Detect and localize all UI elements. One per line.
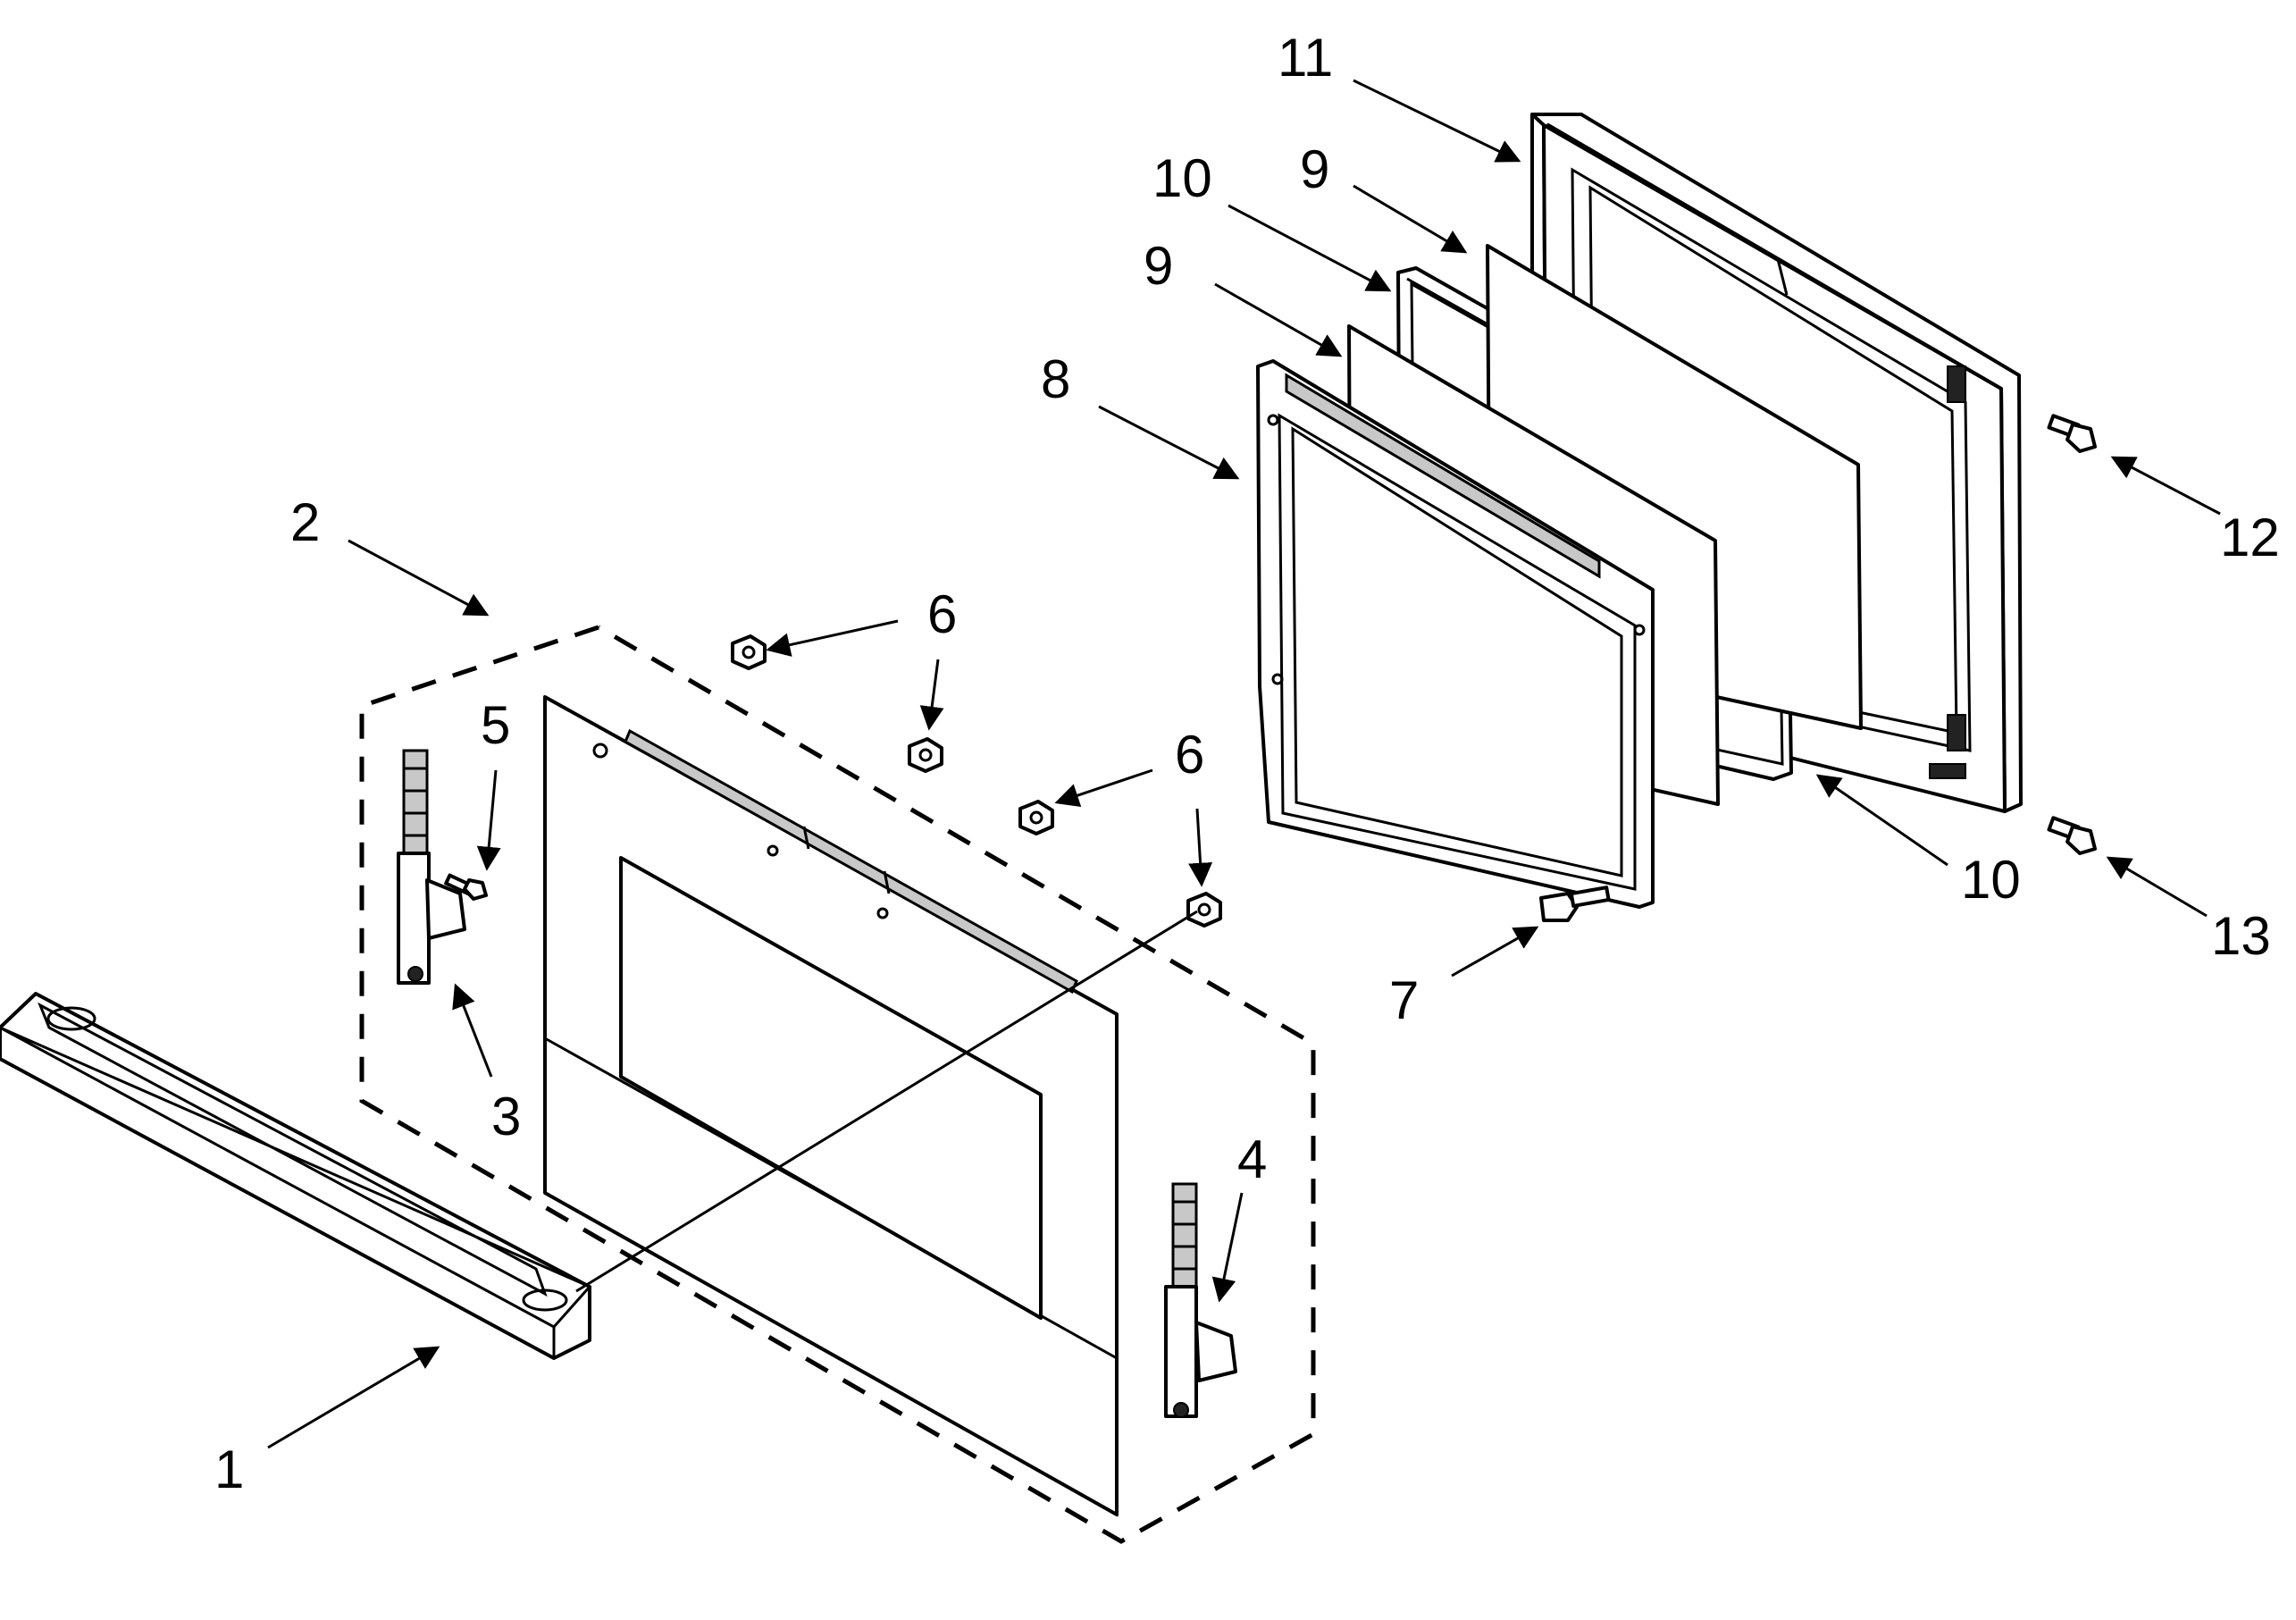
nut-part-6-d [1186, 892, 1222, 928]
leader-6d [1188, 808, 1213, 887]
screw-part-12 [2047, 414, 2097, 453]
leader-6a [766, 619, 899, 657]
leader-12 [2110, 456, 2221, 516]
leader-9b [1353, 184, 1468, 254]
callout-9a: 9 [1144, 236, 1173, 296]
outer-door-panel [543, 695, 1119, 1517]
hinge-right [1164, 1182, 1237, 1418]
callout-12: 12 [2220, 508, 2280, 567]
leader-4 [1211, 1192, 1244, 1303]
nut-part-6-a [731, 634, 767, 670]
nut-part-6-b [908, 737, 943, 773]
leader-10b [1815, 774, 1948, 867]
callout-9b: 9 [1300, 139, 1329, 199]
callout-13: 13 [2211, 906, 2271, 966]
leader-13 [2106, 856, 2208, 918]
callout-2: 2 [290, 492, 320, 552]
callout-1: 1 [214, 1440, 244, 1499]
callout-4: 4 [1237, 1129, 1267, 1189]
callout-6a: 6 [927, 584, 957, 644]
door-handle [0, 992, 592, 1360]
leader-10a [1228, 204, 1392, 292]
nut-part-6-c [1018, 800, 1054, 835]
leader-6b [919, 659, 944, 731]
leader-5 [476, 769, 501, 871]
callout-11: 11 [1278, 28, 1333, 88]
screw-part-7 [1539, 886, 1611, 922]
callout-10a: 10 [1152, 148, 1212, 208]
callout-3: 3 [491, 1087, 521, 1146]
leader-1 [267, 1346, 440, 1449]
leader-3 [452, 983, 493, 1078]
leader-2 [348, 539, 490, 617]
callout-8: 8 [1041, 349, 1070, 409]
callout-5: 5 [481, 695, 510, 755]
callout-6b: 6 [1175, 725, 1204, 785]
handle-mount-line [575, 910, 1198, 1293]
door-assembly-outline [359, 625, 1316, 1544]
callout-7: 7 [1389, 970, 1419, 1030]
hinge-left [397, 749, 466, 985]
hinge-screw-part-5 [444, 873, 488, 901]
leader-11 [1353, 79, 1521, 163]
callout-10b: 10 [1961, 850, 2021, 910]
leader-6c [1054, 768, 1153, 808]
leader-8 [1098, 405, 1240, 480]
leader-7 [1451, 926, 1539, 978]
inner-door-frame [1256, 359, 1655, 909]
leader-9a [1214, 282, 1343, 357]
screw-part-13 [2047, 816, 2097, 855]
